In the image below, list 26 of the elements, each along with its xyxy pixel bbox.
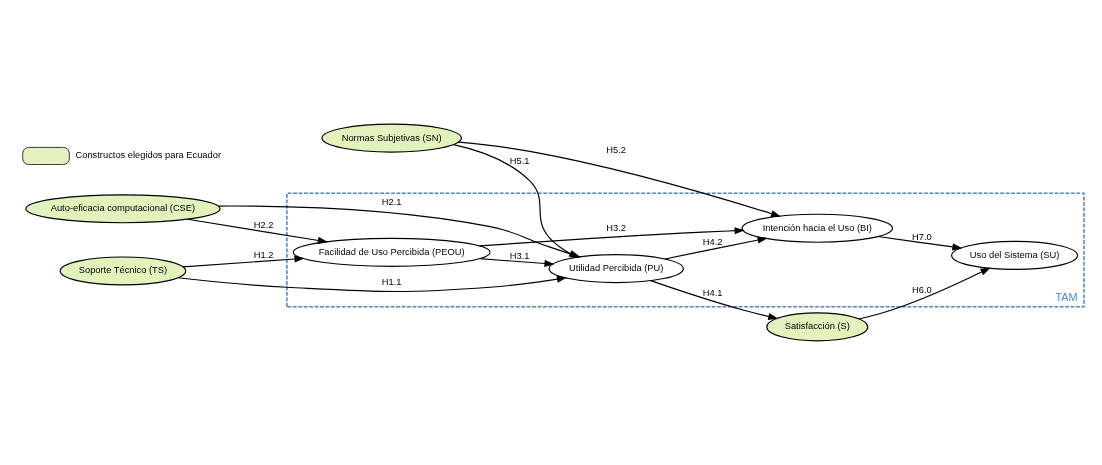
arrow [858,267,991,320]
edge-label: H3.1 [509,251,530,261]
arrow [650,280,779,320]
edge-label: H5.1 [509,156,530,167]
arrow [457,141,782,217]
node-ellipse: Soporte Técnico (TS) [59,256,187,286]
arrow [664,236,768,260]
edge-label: H6.0 [912,285,932,296]
edge-label: H2.2 [253,219,274,230]
edge-label: H5.2 [606,145,627,156]
arrow [877,235,963,251]
arrow [177,275,568,293]
edge-label: H1.2 [253,250,274,261]
arrow [182,255,305,268]
node-ellipse: Auto-eficacia computacional (CSE) [25,194,221,224]
legend-label: Constructos elegidos para Ecuador [75,150,222,161]
edge-label: H1.1 [381,276,402,287]
arrow [187,218,328,244]
edge-label: H2.1 [381,196,402,207]
edge-label: H4.2 [702,237,723,248]
node-ellipse: Normas Subjetivas (SN) [321,123,462,153]
arrow [479,227,745,247]
arrow [479,258,555,267]
edge-label: H3.2 [606,223,627,234]
edge-label: H4.1 [702,288,723,299]
edge-label: H7.0 [912,231,932,242]
